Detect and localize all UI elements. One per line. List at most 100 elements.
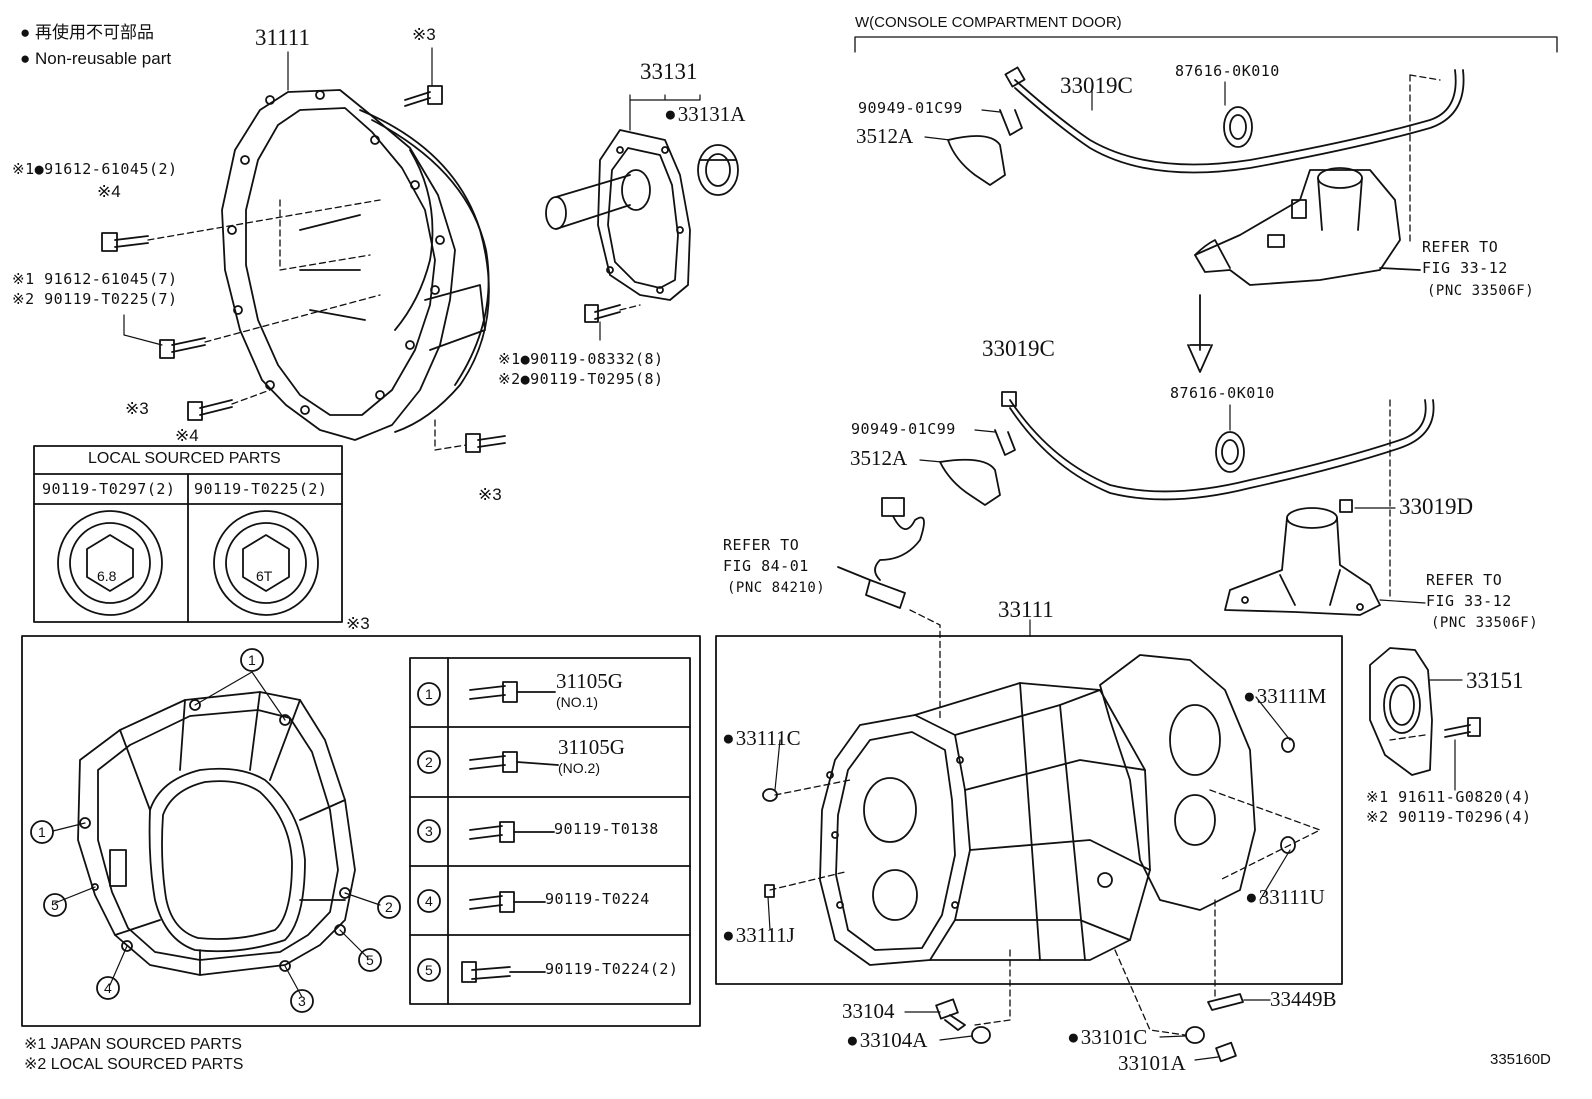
label-33019d: 33019D — [1399, 494, 1474, 519]
callout-3: 3 — [298, 993, 306, 1009]
shift-retainer-top — [1194, 167, 1421, 286]
label-90949-mid: 90949-01C99 — [851, 420, 956, 438]
arrow-down — [1187, 294, 1213, 373]
local-parts-box — [33, 445, 343, 623]
footnote-2: ※2 LOCAL SOURCED PARTS — [24, 1056, 244, 1073]
legend-en: ● Non-reusable part — [20, 49, 172, 68]
bolt-table-part-2: 31105G — [558, 735, 625, 759]
bolt-table-num-3: 3 — [425, 823, 433, 839]
local-part-2-mark: 6T — [256, 568, 273, 584]
console-note: W(CONSOLE COMPARTMENT DOOR) — [855, 14, 1122, 31]
label-x3-table: ※3 — [346, 614, 370, 633]
label-31111: 31111 — [255, 25, 310, 50]
bolt-table-part-5: 90119-T0224(2) — [545, 960, 679, 978]
refer-bottom-line1: REFER TO — [1426, 571, 1503, 589]
leader-dashes-lower-right — [769, 609, 1426, 1036]
label-bolt2-line2: ※2 90119-T0225(7) — [12, 290, 178, 308]
extension-cover-drawing — [545, 129, 739, 301]
callout-2: 2 — [385, 899, 393, 915]
label-33151: 33151 — [1466, 668, 1524, 693]
bolt-table — [409, 657, 691, 1005]
refer-sensor-line2: FIG 84-01 — [723, 557, 809, 575]
label-33111c: 33111C — [722, 728, 801, 749]
label-33104: 33104 — [842, 999, 895, 1023]
callout-5-left: 5 — [51, 897, 59, 913]
dot-icon: ● — [20, 49, 31, 68]
label-bolt4-line1: ※1 91611-G0820(4) — [1366, 788, 1532, 806]
label-bolt3-line1: ※1●90119-08332(8) — [498, 350, 664, 368]
bolt-table-num-4: 4 — [425, 893, 433, 909]
shift-cable-middle — [939, 391, 1435, 601]
bolt-table-num-2: 2 — [425, 754, 433, 770]
bolt-table-num-5: 5 — [425, 962, 433, 978]
refer-top-line1: REFER TO — [1422, 238, 1499, 256]
dot-icon: ● — [520, 370, 531, 388]
bolt-drawings-left — [101, 85, 621, 453]
local-parts-title: LOCAL SOURCED PARTS — [88, 450, 281, 467]
callout-1-top: 1 — [248, 652, 256, 668]
label-33019c-mid: 33019C — [982, 336, 1055, 361]
label-33101a: 33101A — [1118, 1051, 1186, 1075]
label-90949-top: 90949-01C99 — [858, 99, 963, 117]
label-33111u: 33111U — [1245, 887, 1325, 908]
bolt-table-sub-2: (NO.2) — [558, 760, 600, 776]
label-3512a-mid: 3512A — [850, 446, 908, 470]
callout-1-left: 1 — [38, 824, 46, 840]
callout-5-right: 5 — [366, 952, 374, 968]
label-bolt3-line2: ※2●90119-T0295(8) — [498, 370, 664, 388]
refer-top-line2: FIG 33-12 — [1422, 259, 1508, 277]
label-bolt4-line2: ※2 90119-T0296(4) — [1366, 808, 1532, 826]
dot-icon: ● — [520, 350, 531, 368]
label-87616-top: 87616-0K010 — [1175, 62, 1280, 80]
housing-callout-circles — [30, 648, 401, 1013]
label-33019c-top: 33019C — [1060, 73, 1133, 98]
transmission-case-box — [715, 635, 1343, 985]
refer-sensor-line1: REFER TO — [723, 536, 800, 554]
refer-bottom-line3: (PNC 33506F) — [1431, 615, 1539, 631]
label-33131: 33131 — [640, 59, 698, 84]
shift-retainer-bottom — [1224, 507, 1381, 616]
drain-plugs — [935, 993, 1244, 1063]
label-33111m: 33111M — [1243, 686, 1327, 707]
dot-icon: ● — [34, 160, 45, 178]
label-x3-top: ※3 — [412, 25, 436, 44]
bolt-table-part-4: 90119-T0224 — [545, 890, 650, 908]
label-87616-mid: 87616-0K010 — [1170, 384, 1275, 402]
label-33449b: 33449B — [1270, 987, 1337, 1011]
leader-dashes-upper-left — [147, 199, 641, 451]
dot-icon: ● — [20, 23, 31, 42]
footnote-1: ※1 JAPAN SOURCED PARTS — [24, 1036, 242, 1053]
label-33131a: 33131A — [664, 104, 746, 125]
transmission-case-drawing — [762, 654, 1296, 966]
label-bolt1: ※1●91612-61045(2) — [12, 160, 178, 178]
local-part-1-mark: 6.8 — [97, 568, 117, 584]
housing-front-view — [77, 691, 356, 976]
label-x4-bottom: ※4 — [175, 426, 199, 445]
sensor-drawing — [837, 497, 925, 609]
label-bolt2-line1: ※1 91612-61045(7) — [12, 270, 178, 288]
bolt-table-part-1: 31105G — [556, 669, 623, 693]
label-x3-right: ※3 — [478, 485, 502, 504]
label-33104a: 33104A — [846, 1030, 928, 1051]
refer-top-line3: (PNC 33506F) — [1427, 283, 1535, 299]
housing-callout-leaders — [52, 671, 381, 998]
refer-bottom-line2: FIG 33-12 — [1426, 592, 1512, 610]
leader-lines-upper-left — [123, 47, 701, 346]
label-x3-left: ※3 — [125, 399, 149, 418]
label-33111j: 33111J — [722, 925, 795, 946]
bolt-table-sub-1: (NO.1) — [556, 694, 598, 710]
rear-seal-plate — [1369, 647, 1481, 776]
bell-housing-drawing — [221, 89, 490, 441]
callout-4: 4 — [104, 980, 112, 996]
local-part-1: 90119-T0297(2) — [42, 480, 176, 498]
label-3512a-top: 3512A — [856, 124, 914, 148]
label-33111-bottom: 33111 — [998, 597, 1054, 622]
bolt-table-part-3: 90119-T0138 — [554, 820, 659, 838]
bolt-table-num-1: 1 — [425, 686, 433, 702]
figure-id: 335160D — [1490, 1051, 1551, 1068]
housing-detail-box — [21, 635, 701, 1027]
refer-sensor-line3: (PNC 84210) — [727, 580, 826, 596]
legend-jp: ● 再使用不可部品 — [20, 23, 155, 42]
